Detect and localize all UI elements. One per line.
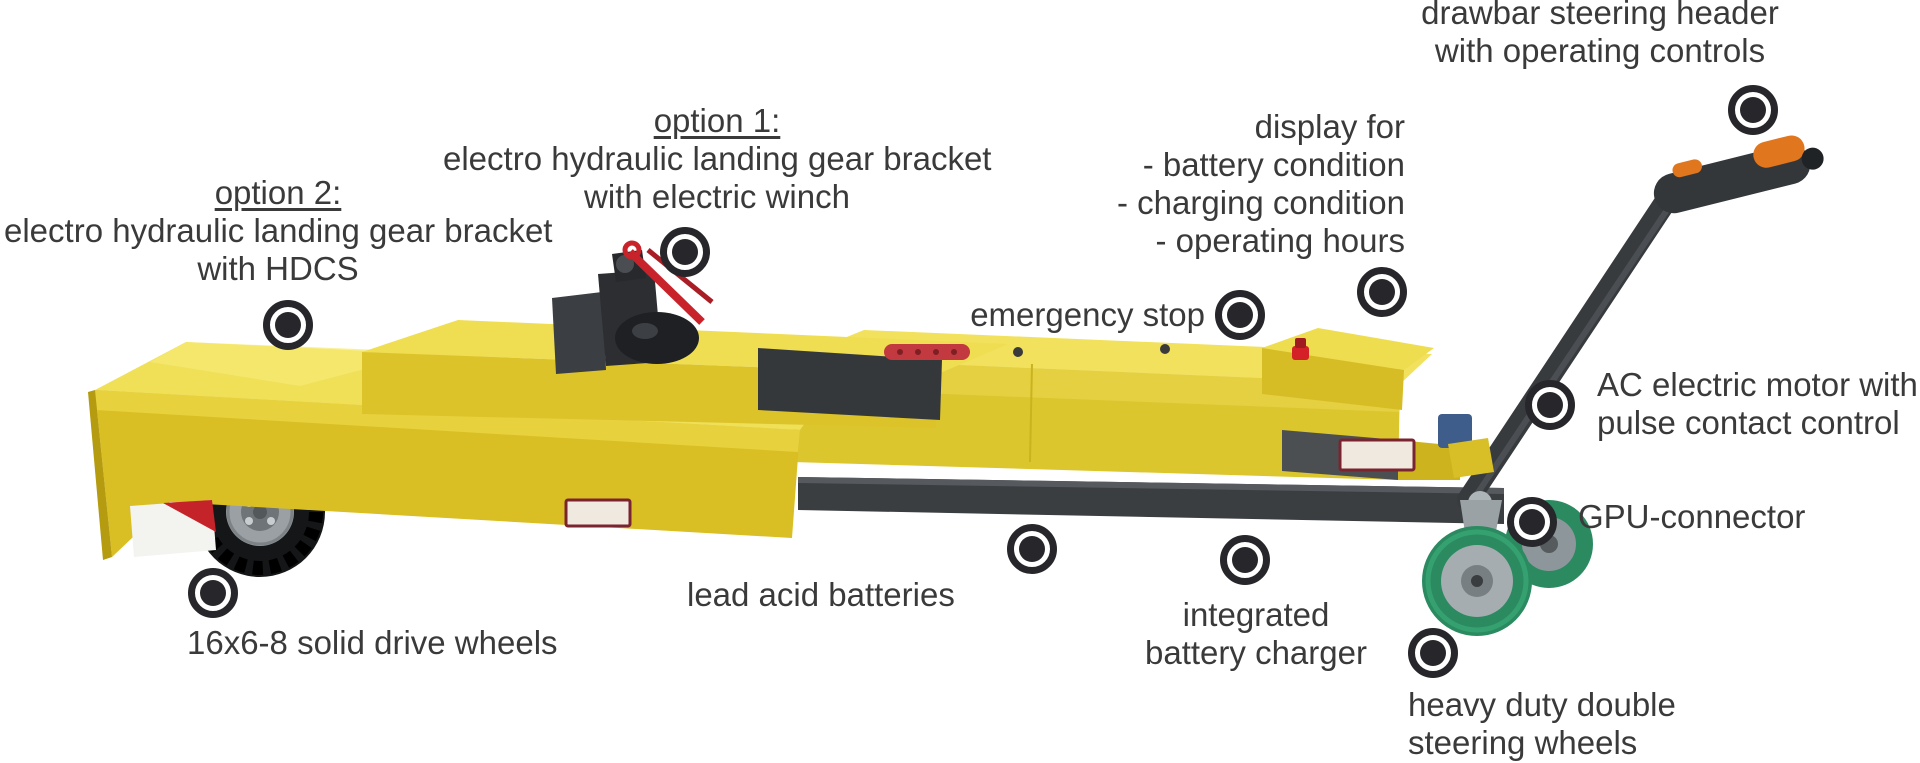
emergency-stop-button (1292, 338, 1309, 360)
bullseye-marker-ac-motor (1525, 380, 1575, 430)
label-ac-motor: AC electric motor with pulse contact con… (1597, 366, 1918, 442)
bullseye-dot (1227, 302, 1253, 328)
display-line: display for (1254, 108, 1405, 145)
bullseye-marker-gpu-connector (1507, 497, 1557, 547)
bullseye-dot (1369, 279, 1395, 305)
drawbar-steering-line: with operating controls (1434, 32, 1766, 69)
chassis-rail (798, 477, 1504, 524)
bullseye-dot (1019, 536, 1045, 562)
label-drawbar-steering: drawbar steering header with operating c… (1390, 0, 1810, 70)
display-line: - charging condition (1116, 184, 1405, 221)
display-line: - operating hours (1155, 222, 1405, 259)
bullseye-dot (200, 580, 226, 606)
warning-sticker (564, 498, 632, 528)
warning-sticker (1338, 438, 1416, 472)
drawbar-steering-line: drawbar steering header (1421, 0, 1779, 31)
gpu-connector-text: GPU-connector (1578, 498, 1806, 535)
bullseye-marker-option1 (660, 227, 710, 277)
bullseye-marker-steering-wheels (1408, 628, 1458, 678)
label-emergency-stop: emergency stop (805, 296, 1205, 334)
bullseye-marker-drive-wheels (188, 568, 238, 618)
bullseye-dot (1420, 640, 1446, 666)
lead-acid-text: lead acid batteries (687, 576, 955, 613)
option2-line: electro hydraulic landing gear bracket (4, 212, 553, 249)
display-line: - battery condition (1142, 146, 1405, 183)
label-drive-wheels: 16x6-8 solid drive wheels (187, 624, 558, 662)
option1-line: electro hydraulic landing gear bracket (443, 140, 992, 177)
label-steering-wheels: heavy duty double steering wheels (1408, 686, 1676, 762)
electric-winch (552, 240, 714, 374)
label-battery-charger: integrated battery charger (1106, 596, 1406, 672)
bullseye-marker-emergency-stop (1215, 290, 1265, 340)
red-handle (884, 344, 970, 360)
bullseye-marker-battery-charger (1220, 535, 1270, 585)
steering-wheels-line: heavy duty double (1408, 686, 1676, 723)
battery-charger-line: integrated (1182, 596, 1330, 633)
bullseye-marker-drawbar-steering (1728, 85, 1778, 135)
emergency-stop-text: emergency stop (970, 296, 1205, 333)
battery-charger-line: battery charger (1145, 634, 1367, 671)
drawbar (1438, 135, 1824, 511)
label-display: display for - battery condition - chargi… (985, 108, 1405, 260)
option1-line: with electric winch (584, 178, 850, 215)
label-lead-acid-batteries: lead acid batteries (687, 576, 955, 614)
label-gpu-connector: GPU-connector (1578, 498, 1805, 536)
bullseye-dot (1537, 392, 1563, 418)
steering-wheels-line: steering wheels (1408, 724, 1638, 761)
ac-motor-line: pulse contact control (1597, 404, 1900, 441)
bullseye-dot (275, 312, 301, 338)
label-option2: option 2: electro hydraulic landing gear… (4, 174, 552, 288)
bullseye-dot (1519, 509, 1545, 535)
option2-line: with HDCS (197, 250, 359, 287)
steering-handle-head (1653, 135, 1824, 214)
option1-heading: option 1: (653, 102, 781, 139)
bullseye-dot (1740, 97, 1766, 123)
ac-motor-line: AC electric motor with (1597, 366, 1918, 403)
bullseye-marker-option2 (263, 300, 313, 350)
bullseye-dot (1232, 547, 1258, 573)
drive-wheels-text: 16x6-8 solid drive wheels (187, 624, 558, 661)
bullseye-marker-display (1357, 267, 1407, 317)
bullseye-dot (672, 239, 698, 265)
bullseye-marker-lead-acid (1007, 524, 1057, 574)
option2-heading: option 2: (214, 174, 342, 211)
reflector (130, 500, 216, 557)
front-caster-wheel (1422, 491, 1532, 636)
label-option1: option 1: electro hydraulic landing gear… (443, 102, 991, 216)
